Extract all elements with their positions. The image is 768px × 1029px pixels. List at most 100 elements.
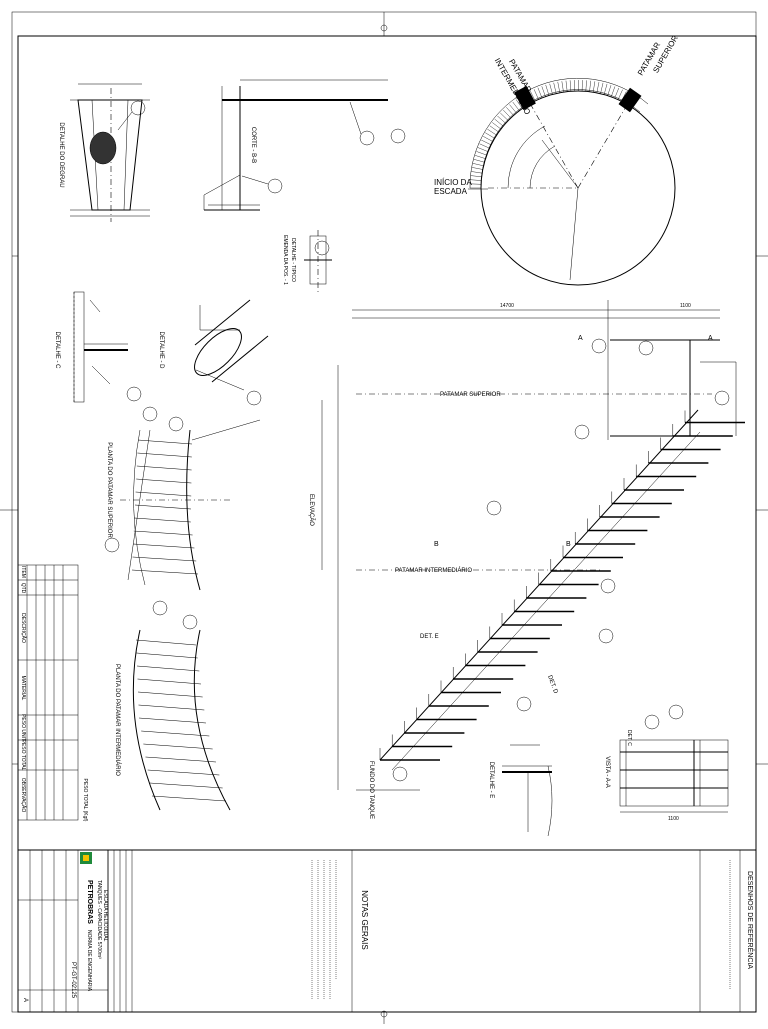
zone-ticks (0, 12, 768, 1024)
plan-step (141, 731, 209, 736)
cut-a-left: A (578, 335, 583, 342)
elevacao-label: ELEVAÇÃO (308, 494, 315, 526)
ring-hatch (604, 84, 607, 95)
plan-step (137, 453, 191, 457)
ring-hatch (475, 155, 485, 158)
inicio-line2: ESCADA (434, 187, 468, 196)
dim-total: 14700 (500, 303, 514, 309)
plan-circle-view: PATAMAR INTERMEDIÁRIO PATAMAR SUPERIOR I… (434, 34, 680, 285)
planta-sup-label: PLANTA DO PATAMAR SUPERIOR (106, 442, 112, 538)
ring-hatch (478, 148, 488, 152)
cut-a-right: A (708, 335, 713, 342)
ring-hatch (483, 136, 493, 141)
plan-step (136, 640, 196, 645)
cut-b-right: B (566, 541, 571, 548)
plan-step (134, 531, 193, 535)
plan-step (152, 796, 226, 801)
ring-hatch (608, 85, 611, 95)
ring-hatch (470, 180, 481, 181)
plan-step (146, 757, 217, 762)
ring-hatch (593, 81, 595, 92)
det-d-label: DET. D (546, 675, 558, 696)
plan-step (137, 666, 199, 671)
hatched-steps (470, 80, 630, 188)
detalhe-c-label: DETALHE - C (54, 332, 60, 370)
plan-step (136, 479, 191, 483)
dim-1100: 1100 (668, 816, 679, 822)
patamar-superior-label: PATAMAR SUPERIOR (440, 392, 501, 398)
plan-step (138, 692, 203, 697)
ring-hatch (550, 84, 553, 95)
ring-hatch (611, 87, 615, 97)
plan-step (139, 718, 206, 723)
vista-aa-view: VISTA - A-A DET. C 1100 (604, 705, 728, 822)
plan-step (133, 544, 194, 548)
ring-hatch (481, 140, 491, 145)
notes-lines (312, 860, 336, 1000)
desc-line2: ESCADA HELICOIDAL (102, 890, 108, 942)
ring-hatch (538, 88, 542, 98)
ring-hatch (562, 81, 564, 92)
plan-step (135, 505, 191, 509)
corte-bb-label: CORTE - B-B (250, 127, 256, 163)
planta-patamar-superior: PLANTA DO PATAMAR SUPERIOR (105, 407, 260, 590)
col-peso-total: PESO TOTAL (20, 740, 26, 771)
detalhe-degrau-view: DETALHE DO DEGRAU (58, 84, 150, 222)
dim-right: 1100 (680, 303, 691, 309)
ring-hatch (589, 81, 590, 92)
detalhe-c-view: DETALHE - C (54, 292, 141, 402)
drawing-border (18, 36, 756, 1012)
plan-step (143, 744, 212, 749)
col-peso-unit: PESO UNIT. (20, 714, 26, 742)
petrobras-logo (80, 852, 92, 864)
plan-step (139, 705, 205, 710)
detalhe-e-view: DETALHE - E (488, 745, 552, 836)
elevation-view: PATAMAR SUPERIOR PATAMAR INTERMEDIÁRIO F… (308, 300, 745, 819)
ring-hatch (597, 82, 599, 93)
detalhe-d-view: DETALHE - D (158, 300, 268, 405)
planta-patamar-intermediario: PLANTA DO PATAMAR INTERMEDIÁRIO (114, 601, 230, 810)
plan-step (133, 557, 197, 561)
ring-hatch (471, 176, 482, 177)
fundo-tanque-label: FUNDO DO TANQUE (368, 761, 374, 819)
ring-hatch (485, 133, 494, 139)
company-name: PETROBRAS (86, 880, 93, 924)
planta-int-label: PLANTA DO PATAMAR INTERMEDIÁRIO (114, 664, 121, 776)
vista-aa-label: VISTA - A-A (604, 756, 610, 788)
notes-title: NOTAS GERAIS (360, 890, 369, 949)
ring-hatch (554, 83, 556, 94)
detalhe-e-label: DETALHE - E (488, 762, 494, 799)
plan-step (136, 492, 192, 496)
revision: A (22, 998, 28, 1002)
ring-hatch (479, 144, 489, 149)
ring-hatch (476, 151, 486, 155)
detalhe-degrau-label: DETALHE DO DEGRAU (58, 122, 64, 187)
ring-hatch (542, 86, 546, 96)
plan-step (137, 653, 198, 658)
corte-bb-view: CORTE - B-B (204, 80, 405, 210)
emenda-sub-label: DETALHE - TIPICO (290, 238, 296, 282)
ring-hatch (558, 82, 560, 93)
patamar-intermediario-label: PATAMAR INTERMEDIÁRIO (395, 567, 472, 574)
col-item: ITEM (20, 566, 26, 578)
bottom-band: NOTAS GERAIS DESENHOS DE REFERÊNCIA PETR… (18, 850, 756, 1012)
inicio-line1: INÍCIO DA (434, 178, 472, 187)
det-e-label: DET. E (420, 634, 439, 640)
plan-step (138, 440, 192, 444)
ring-hatch (472, 167, 483, 169)
det-c-tag: DET. C (626, 730, 632, 746)
plan-step (148, 770, 220, 775)
desc-line1: TANQUES - CAPACIDADE 5700m³ (96, 880, 102, 959)
plan-step (134, 518, 190, 522)
ring-hatch (534, 89, 538, 99)
emenda-detail: EMENDA DA POS. - 1 DETALHE - TIPICO (282, 230, 332, 292)
ring-hatch (586, 80, 587, 91)
ring-hatch (615, 88, 619, 98)
ring-hatch (546, 85, 549, 95)
ring-hatch (471, 171, 482, 173)
ring-hatch (490, 126, 499, 132)
plan-step (138, 679, 202, 684)
norma-label: NORMA DE ENGENHARIA (86, 930, 92, 992)
ring-hatch (487, 129, 496, 135)
